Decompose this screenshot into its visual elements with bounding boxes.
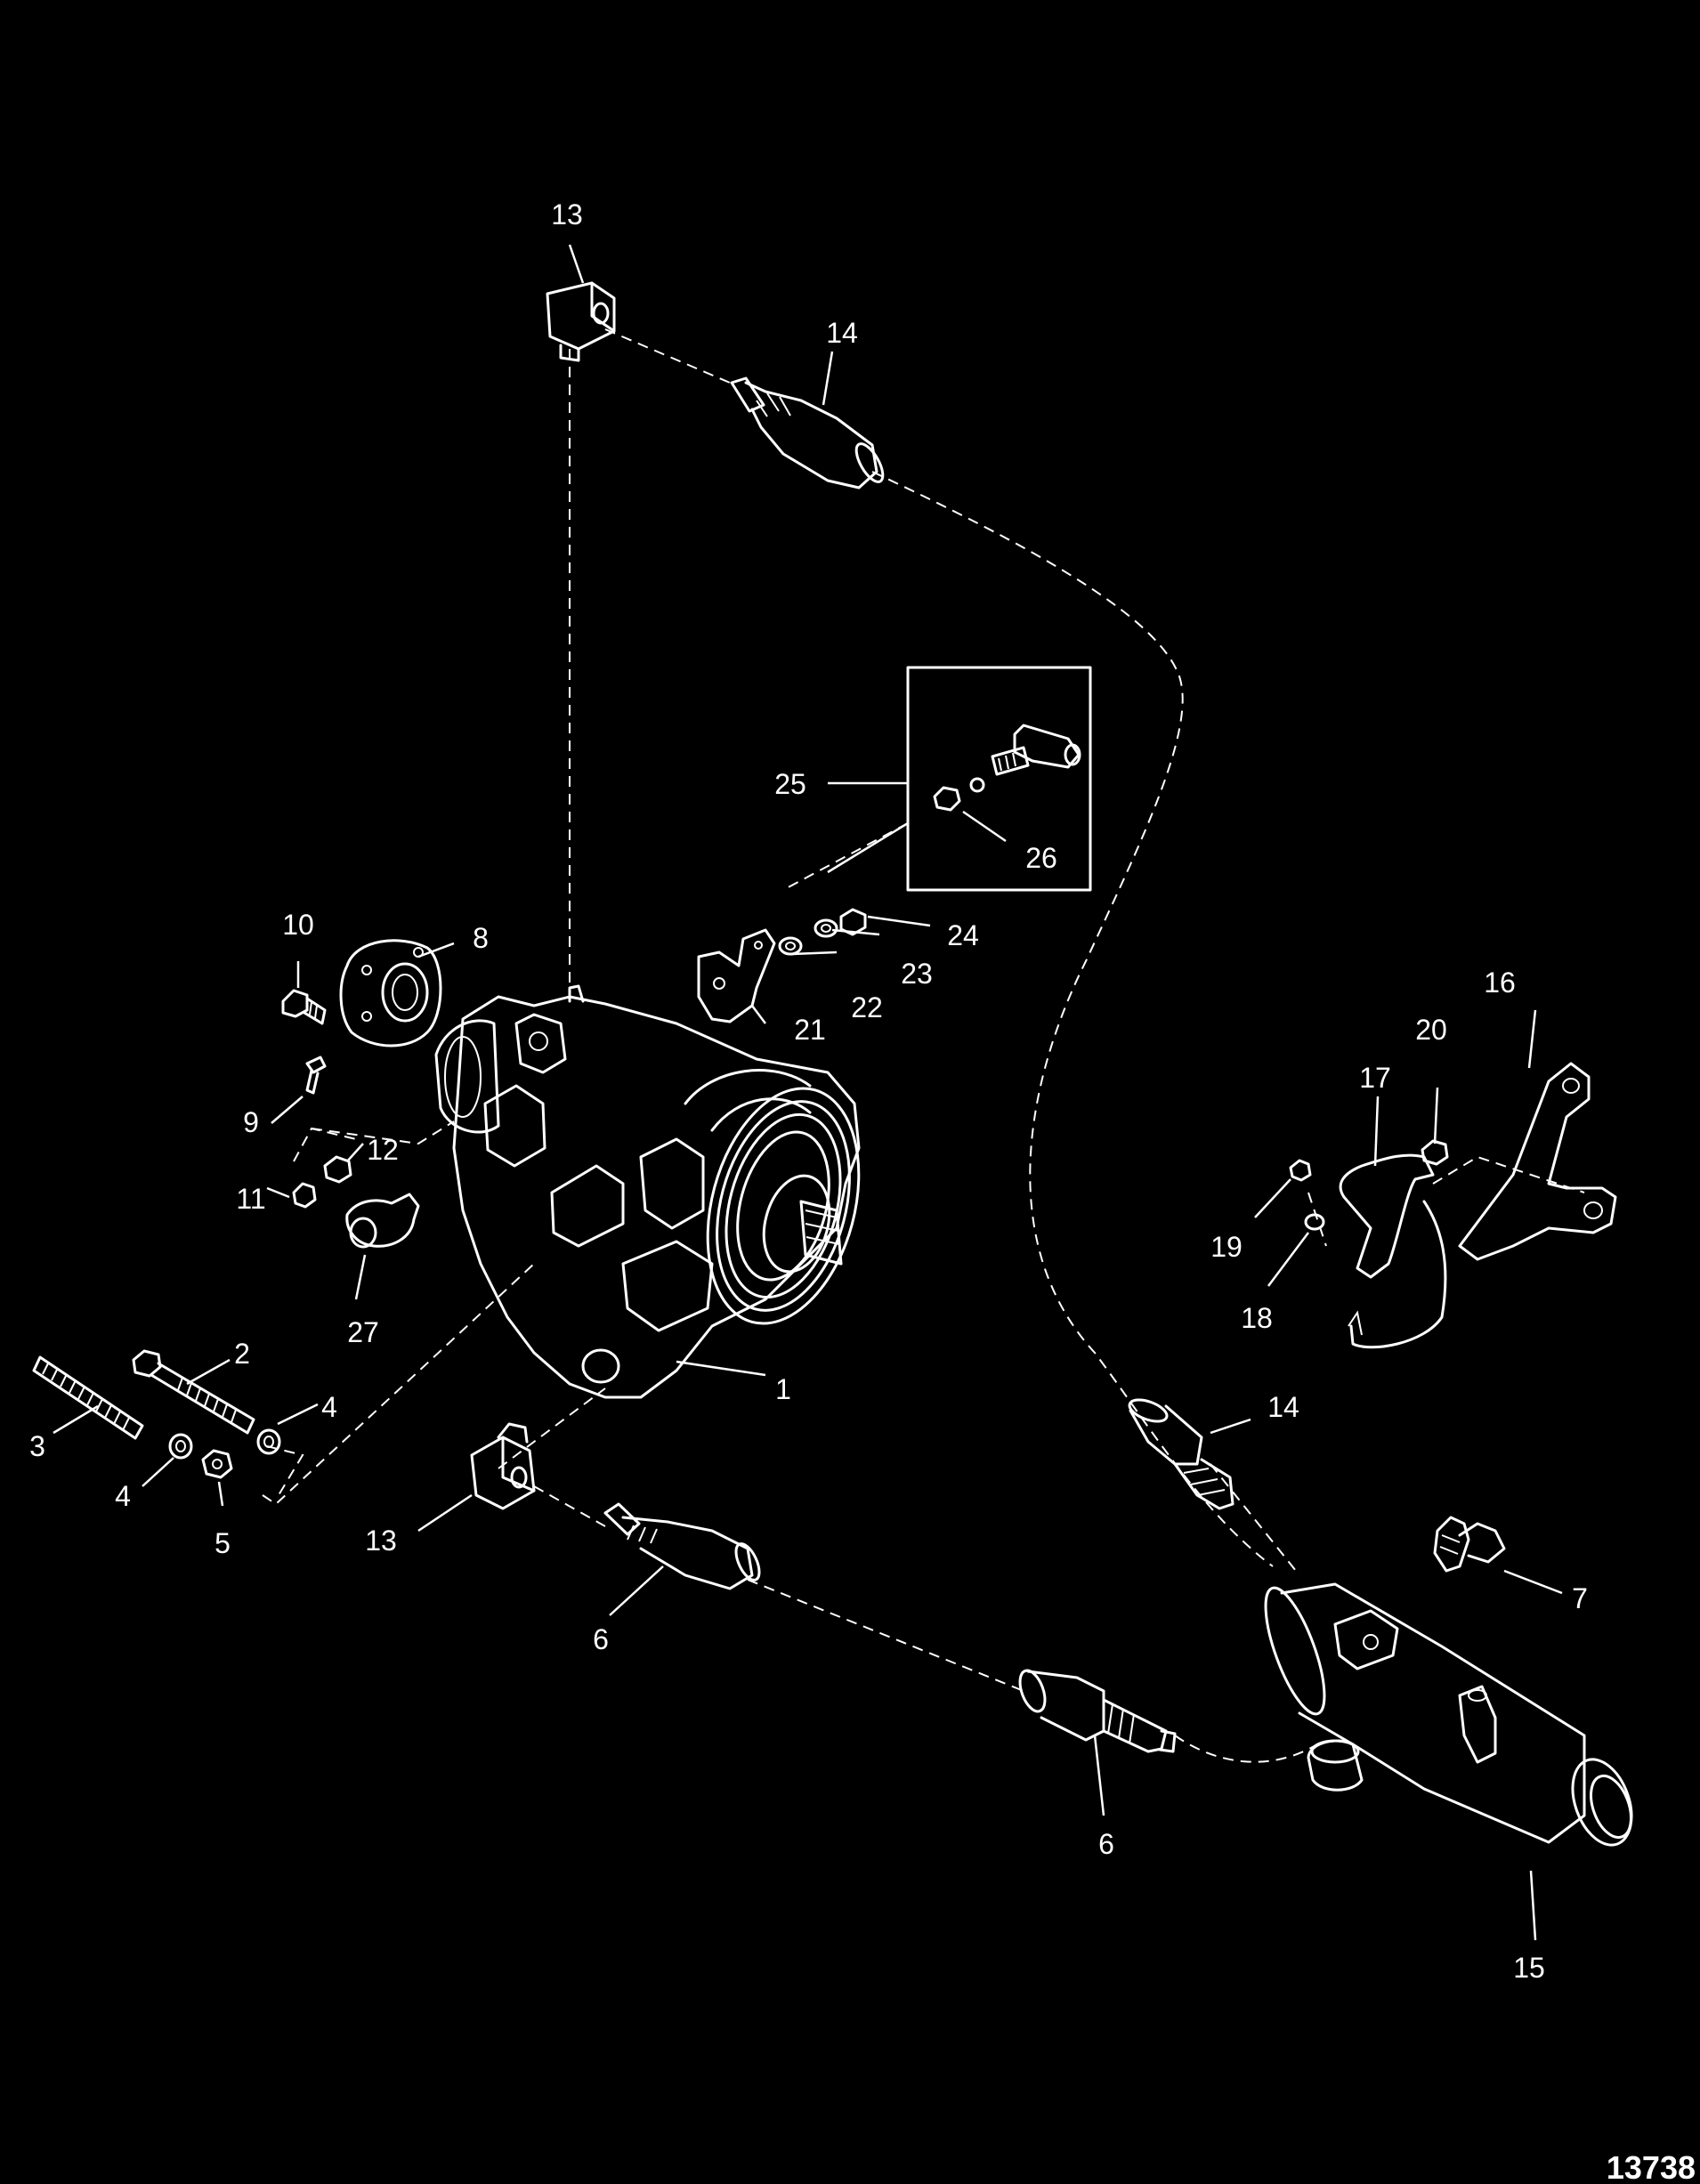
hose-fitting-14-lower bbox=[1128, 1398, 1235, 1510]
callout-9: 9 bbox=[243, 1106, 259, 1138]
leader-lines bbox=[53, 244, 1563, 1941]
cooler-bracket bbox=[1289, 1062, 1617, 1349]
temperature-sender bbox=[1433, 1516, 1506, 1573]
callout-13b: 13 bbox=[365, 1525, 397, 1557]
callout-26: 26 bbox=[1025, 842, 1057, 874]
callout-13a: 13 bbox=[551, 198, 583, 231]
callout-20: 20 bbox=[1415, 1014, 1447, 1046]
callout-11: 11 bbox=[236, 1183, 265, 1215]
callout-8: 8 bbox=[473, 922, 489, 954]
callout-4a: 4 bbox=[321, 1391, 337, 1423]
callout-17: 17 bbox=[1359, 1062, 1391, 1094]
elbow-fitting-lower bbox=[470, 1422, 536, 1510]
transmission-housing bbox=[434, 984, 861, 1399]
callout-7: 7 bbox=[1572, 1582, 1588, 1614]
callout-16: 16 bbox=[1484, 967, 1516, 999]
mount-flange-hardware bbox=[281, 939, 442, 1249]
callout-5: 5 bbox=[215, 1527, 231, 1559]
callout-12: 12 bbox=[367, 1134, 399, 1166]
callout-3: 3 bbox=[29, 1430, 45, 1462]
mounting-bolts bbox=[32, 1349, 281, 1479]
callout-14b: 14 bbox=[1267, 1391, 1299, 1423]
callout-15: 15 bbox=[1513, 1952, 1545, 1984]
callout-24: 24 bbox=[947, 919, 979, 951]
callout-14a: 14 bbox=[826, 317, 858, 349]
callout-4b: 4 bbox=[115, 1480, 131, 1512]
inset-box bbox=[906, 666, 1092, 892]
hose-fitting-6-upper bbox=[603, 1502, 761, 1590]
cooler-assembly bbox=[1264, 1582, 1633, 1847]
shift-bracket-hardware bbox=[697, 908, 867, 1023]
callout-6a: 6 bbox=[593, 1623, 609, 1655]
hose-fitting-upper bbox=[730, 376, 885, 489]
callout-21: 21 bbox=[794, 1014, 826, 1046]
callout-27: 27 bbox=[347, 1316, 379, 1348]
routing-lines bbox=[262, 328, 1585, 1763]
callout-23: 23 bbox=[901, 958, 933, 990]
callout-2: 2 bbox=[234, 1338, 250, 1370]
callout-19: 19 bbox=[1210, 1231, 1243, 1263]
callout-10: 10 bbox=[282, 909, 314, 941]
callout-1: 1 bbox=[775, 1373, 791, 1405]
callout-22: 22 bbox=[851, 991, 883, 1023]
callout-25: 25 bbox=[774, 768, 806, 800]
callout-6b: 6 bbox=[1098, 1828, 1114, 1860]
callout-18: 18 bbox=[1241, 1302, 1273, 1334]
figure-number: 13738 bbox=[1607, 2149, 1696, 2184]
callout-labels: 1 2 3 4 4 5 6 6 7 8 9 10 11 12 13 13 14 … bbox=[29, 198, 1588, 1984]
hose-fitting-6-lower bbox=[1018, 1669, 1177, 1753]
elbow-fitting-upper bbox=[546, 281, 616, 362]
